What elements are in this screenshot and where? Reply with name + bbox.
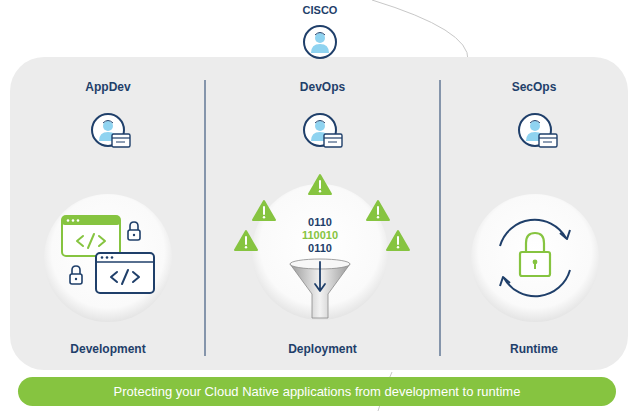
binary-digits: 0110 xyxy=(308,242,332,254)
stage-column: SecOpsRuntime xyxy=(441,62,627,362)
binary-digits: 110010 xyxy=(302,229,338,241)
tagline-text: Protecting your Cloud Native application… xyxy=(114,384,521,399)
role-heading: AppDev xyxy=(85,80,130,94)
stage-column: AppDevDevelopment xyxy=(12,62,204,362)
role-heading: SecOps xyxy=(512,80,557,94)
stage-label: Deployment xyxy=(288,342,357,356)
stage-column: DevOpsDeployment xyxy=(206,62,439,362)
company-label: CISCO xyxy=(303,4,338,16)
role-heading: DevOps xyxy=(300,80,345,94)
tagline-band: Protecting your Cloud Native application… xyxy=(18,377,616,406)
binary-digits: 0110 xyxy=(308,216,332,228)
stage-label: Development xyxy=(70,342,145,356)
stage-label: Runtime xyxy=(510,342,558,356)
